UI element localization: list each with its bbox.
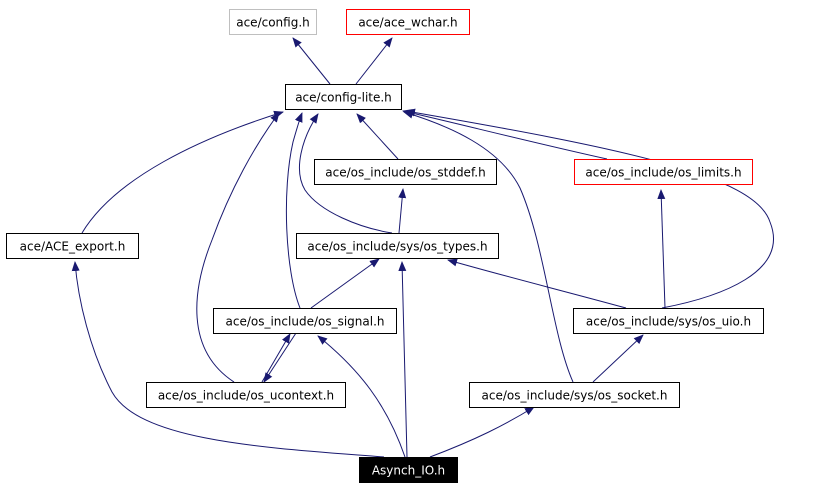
edge-asynch_io-to-ace_export [71, 261, 385, 458]
node-label: ace/config-lite.h [295, 91, 392, 105]
node-label: ace/os_include/sys/os_uio.h [586, 315, 751, 329]
edge-os_uio-to-os_limits [657, 189, 666, 309]
node-os-limits[interactable]: ace/os_include/os_limits.h [574, 159, 753, 185]
node-box [146, 382, 346, 408]
node-label: ace/os_include/os_ucontext.h [158, 389, 334, 403]
edge-os_signal-to-os_types [310, 258, 380, 309]
edge-config_lite-to-config [292, 37, 331, 85]
nodes-layer: ace/config.h ace/ace_wchar.h ace/config-li… [6, 9, 764, 483]
edge-os_limits-to-config_lite [402, 109, 608, 160]
edge-os_ucontext-to-config_lite [196, 112, 280, 383]
edge-os_uio-to-os_types [447, 258, 627, 309]
node-box [314, 159, 497, 185]
edge-os_uio-to-config_lite [405, 108, 774, 309]
node-box [469, 382, 680, 408]
edge-os_ucontext-to-os_signal [261, 333, 291, 383]
node-label: ace/config.h [236, 16, 310, 30]
node-label: ace/os_include/sys/os_types.h [307, 240, 487, 254]
node-os-signal[interactable]: ace/os_include/os_signal.h [213, 308, 397, 334]
node-ace-wchar[interactable]: ace/ace_wchar.h [346, 9, 470, 35]
node-label: ace/os_include/os_limits.h [585, 166, 741, 180]
edge-os_types-to-config_lite [298, 113, 393, 234]
edge-config_lite-to-ace_wchar [355, 37, 393, 85]
node-config-lite[interactable]: ace/config-lite.h [285, 84, 402, 110]
edge-os_signal-to-config_lite [285, 112, 303, 309]
node-os-stddef[interactable]: ace/os_include/os_stddef.h [314, 159, 497, 185]
edge-os_signal-to-os_ucontext [263, 332, 297, 383]
node-label: ace/os_include/sys/os_socket.h [482, 389, 668, 403]
edge-os_stddef-to-config_lite [356, 113, 399, 160]
node-box [296, 233, 499, 259]
node-ace-export[interactable]: ace/ACE_export.h [6, 233, 139, 259]
edge-asynch_io-to-os_signal [317, 335, 406, 458]
node-os-ucontext[interactable]: ace/os_include/os_ucontext.h [146, 382, 346, 408]
node-box [229, 9, 317, 35]
node-os-socket[interactable]: ace/os_include/sys/os_socket.h [469, 382, 680, 408]
node-box [573, 308, 764, 334]
node-box [213, 308, 397, 334]
node-label: Asynch_IO.h [372, 464, 445, 478]
edges-layer [71, 37, 774, 458]
node-asynch-io[interactable]: Asynch_IO.h [359, 457, 458, 483]
edge-asynch_io-to-os_types [398, 261, 408, 458]
node-os-types[interactable]: ace/os_include/sys/os_types.h [296, 233, 499, 259]
node-label: ace/os_include/os_stddef.h [325, 166, 485, 180]
node-box [285, 84, 402, 110]
node-label: ace/ace_wchar.h [358, 16, 457, 30]
node-os-uio[interactable]: ace/os_include/sys/os_uio.h [573, 308, 764, 334]
node-box [346, 9, 470, 35]
node-box [574, 159, 753, 185]
edge-os_types-to-os_stddef [398, 188, 407, 234]
node-config[interactable]: ace/config.h [229, 9, 317, 35]
node-box [6, 233, 139, 259]
node-label: ace/os_include/os_signal.h [226, 315, 385, 329]
node-label: ace/ACE_export.h [20, 240, 126, 254]
node-box [359, 457, 458, 483]
edge-os_socket-to-os_uio [592, 334, 644, 383]
edge-asynch_io-to-os_socket [429, 406, 535, 458]
edge-ace_export-to-config_lite [81, 110, 284, 234]
edge-os_socket-to-config_lite [403, 110, 574, 383]
